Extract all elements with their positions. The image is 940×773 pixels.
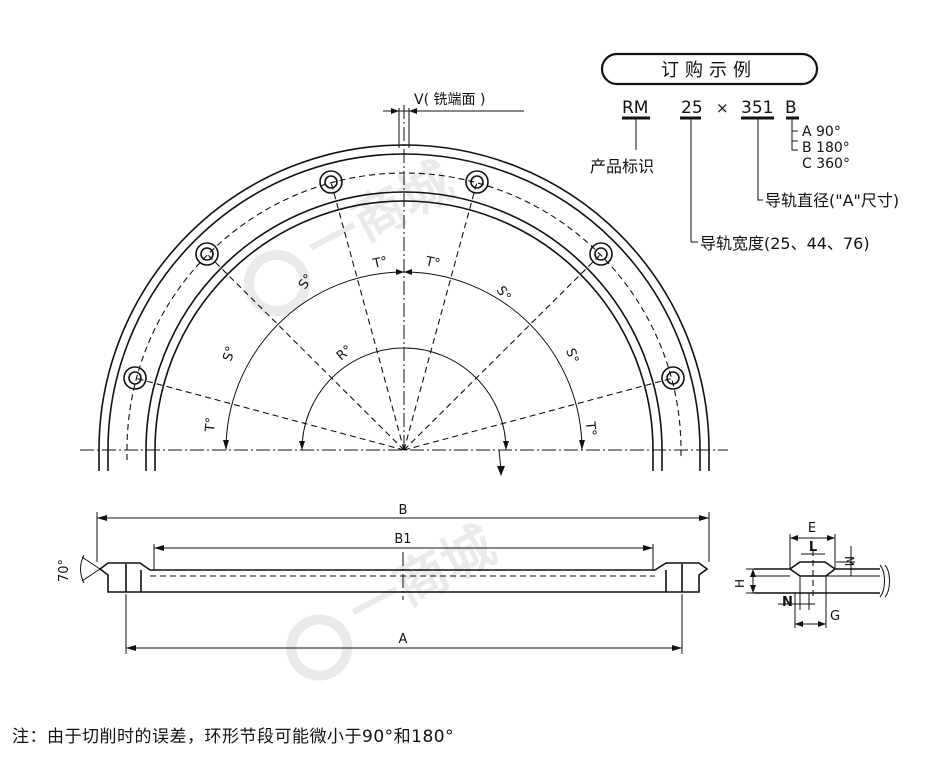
angle-label: S° xyxy=(296,272,317,293)
order-title-box xyxy=(600,52,819,86)
angle-70: 70° xyxy=(57,559,72,582)
label-width: 导轨宽度(25、44、76) xyxy=(700,234,870,253)
footnote: 注：由于切削时的误差，环形节段可能微小于90°和180° xyxy=(12,727,455,747)
mounting-hole xyxy=(589,242,613,266)
angle-label: S° xyxy=(562,347,581,366)
dim-b: B xyxy=(399,503,408,518)
detail-label-h: H xyxy=(733,579,747,588)
angle-label: T° xyxy=(203,417,219,434)
code-diameter: 351 xyxy=(741,98,773,118)
plan-view: S° S° T° T° S° S° R° T° T° V( 铣端面 ) xyxy=(80,92,728,476)
label-diameter: 导轨直径("A"尺寸) xyxy=(765,191,899,210)
angle-label: R° xyxy=(334,343,356,364)
code-series: RM xyxy=(622,98,648,118)
watermark-2: 一商城 xyxy=(286,516,505,681)
v-label: V( 铣端面 ) xyxy=(414,92,485,108)
radial-lines xyxy=(134,181,674,451)
code-angle: B xyxy=(785,98,797,118)
svg-text:一商城: 一商城 xyxy=(339,516,505,642)
angle-label: T° xyxy=(582,420,598,437)
detail-label-g: G xyxy=(830,609,840,624)
angle-label: T° xyxy=(371,254,389,272)
code-times: × xyxy=(716,99,729,117)
mounting-hole xyxy=(661,366,685,390)
dim-b1: B1 xyxy=(394,532,411,547)
code-leaders xyxy=(635,118,798,243)
angle-label: S° xyxy=(493,284,514,305)
angle-label: T° xyxy=(423,254,441,272)
detail-label-m: M xyxy=(842,556,856,566)
detail-label-n: N xyxy=(782,595,793,610)
dim-a: A xyxy=(399,632,408,647)
angle-option: B 180° xyxy=(802,140,850,156)
mounting-hole xyxy=(319,170,343,194)
order-example: 订购示例 RM 25 × 351 B A 90° B 180° C 360° 产… xyxy=(590,52,899,253)
angle-arc-inner xyxy=(301,347,507,451)
angle-arrowheads xyxy=(223,269,585,450)
section-view: B B1 70° A xyxy=(57,503,710,654)
mounting-hole xyxy=(465,170,489,194)
angle-option: C 360° xyxy=(802,156,850,172)
angle-option: A 90° xyxy=(802,124,841,140)
order-title: 订购示例 xyxy=(661,60,757,81)
angle-label: S° xyxy=(221,345,240,364)
ring-inner-edge xyxy=(145,191,663,471)
mounting-hole xyxy=(195,242,219,266)
label-series: 产品标识 xyxy=(590,157,654,176)
detail-label-e: E xyxy=(808,521,816,536)
detail-label-l: L xyxy=(809,540,817,555)
rail-profile xyxy=(98,562,709,593)
mounting-hole xyxy=(123,366,147,390)
mounting-holes xyxy=(123,170,685,390)
detail-view: E L M H N G xyxy=(733,521,890,628)
angle-arc-outer xyxy=(225,271,583,451)
code-width: 25 xyxy=(681,98,703,118)
